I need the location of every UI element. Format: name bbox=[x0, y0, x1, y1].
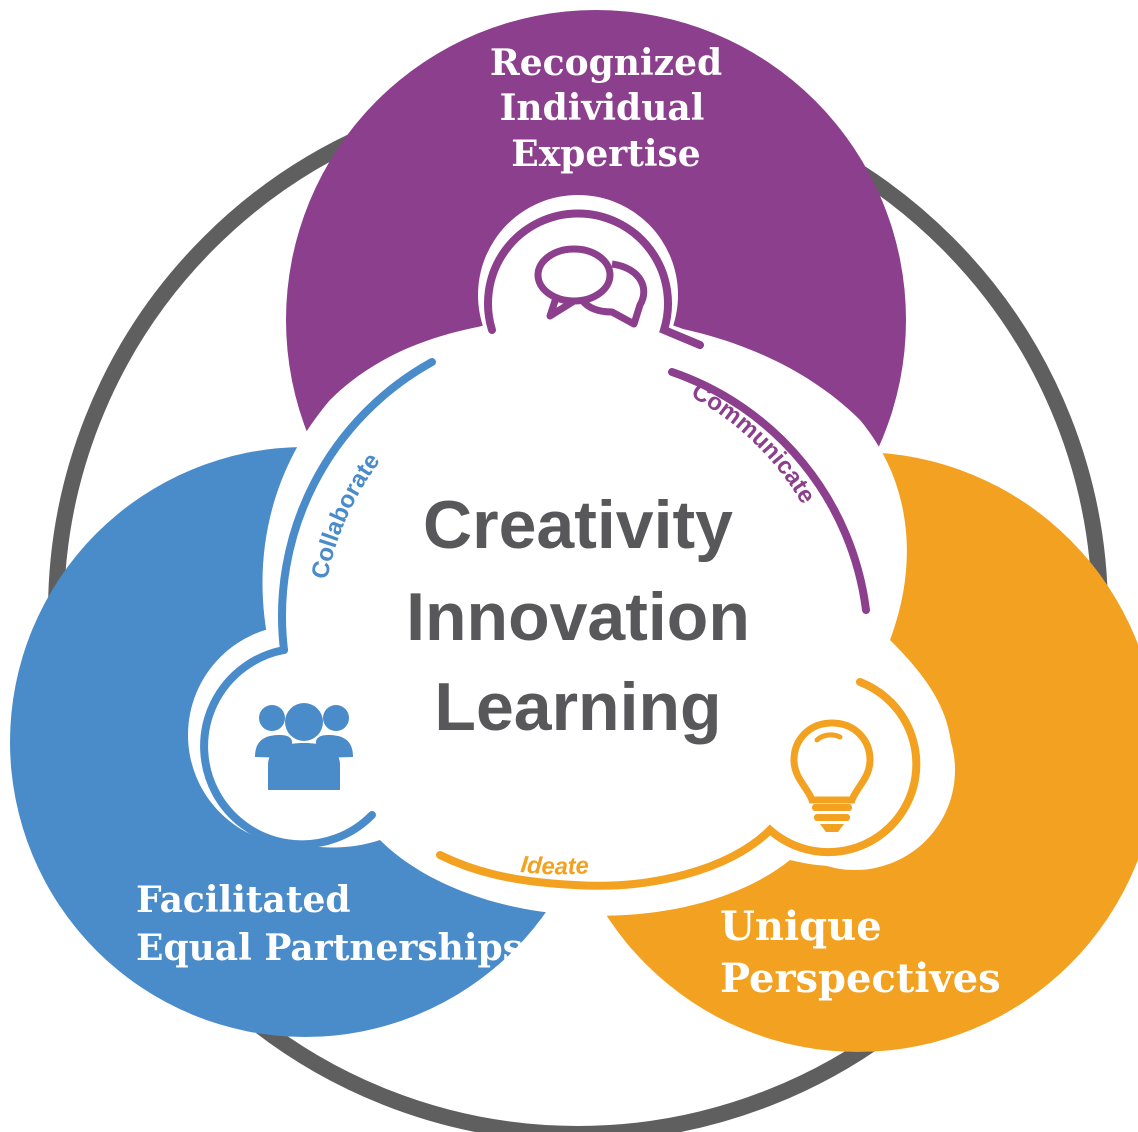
communicate-arc bbox=[668, 368, 870, 614]
right-label-line-2: Perspectives bbox=[720, 955, 1001, 1002]
speech-bubbles-icon bbox=[534, 245, 648, 328]
top-lobe-outline bbox=[484, 209, 704, 349]
center-line-1: Creativity bbox=[423, 487, 733, 563]
center-core bbox=[278, 310, 878, 910]
left-label-line-1: Facilitated bbox=[136, 879, 351, 921]
collaborate-arc bbox=[278, 358, 436, 654]
right-lobe-outline bbox=[436, 678, 921, 890]
lightbulb-icon bbox=[790, 719, 874, 832]
center-line-3: Learning bbox=[434, 669, 721, 745]
center-line-2: Innovation bbox=[406, 579, 750, 655]
ideate-label: Ideate bbox=[519, 851, 589, 880]
left-label-line-2: Equal Partnerships bbox=[136, 927, 523, 969]
top-label-line-3: Expertise bbox=[511, 133, 700, 175]
top-label-line-1: Recognized bbox=[490, 42, 722, 84]
top-label-line-2: Individual bbox=[500, 87, 705, 129]
people-group-icon bbox=[255, 703, 353, 790]
right-label-line-1: Unique bbox=[720, 903, 882, 950]
left-lobe-outline bbox=[200, 646, 376, 849]
